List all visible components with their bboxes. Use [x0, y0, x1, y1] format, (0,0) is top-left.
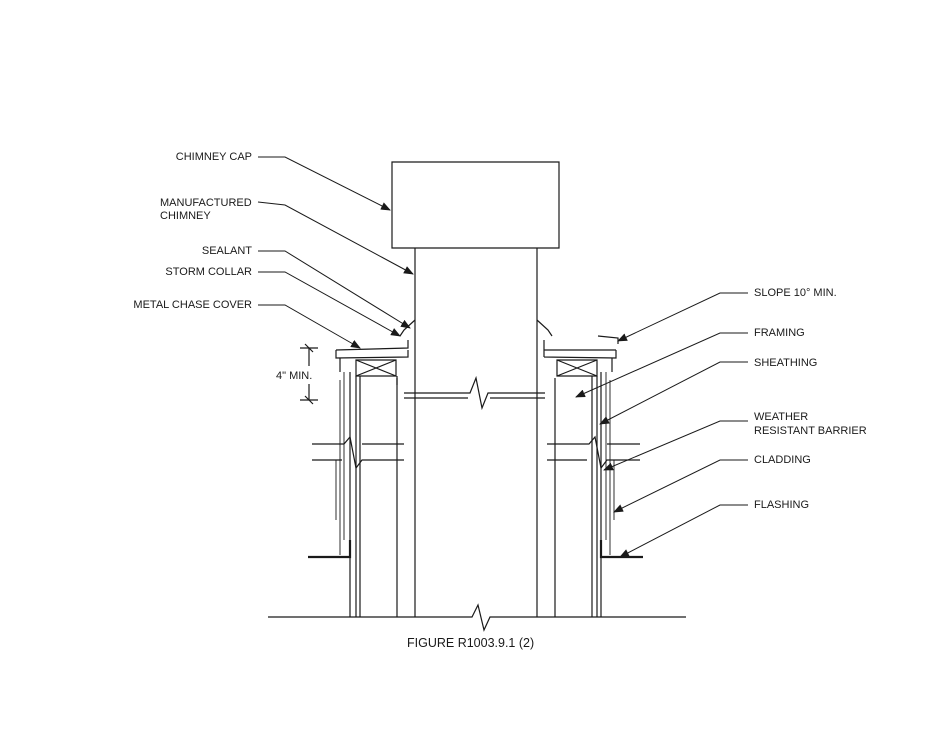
leader-slope	[617, 293, 748, 341]
label-chimney-cap: CHIMNEY CAP	[175, 151, 252, 163]
label-weather-barrier-line1: WEATHER	[754, 411, 809, 423]
label-framing: FRAMING	[754, 327, 805, 339]
storm-collar-left	[400, 320, 415, 336]
leader-metal-chase-cover	[258, 305, 361, 349]
leader-manufactured-chimney	[258, 202, 414, 275]
label-weather-barrier-line2: RESISTANT BARRIER	[754, 425, 867, 437]
metal-chase-cover-left	[336, 340, 408, 358]
leader-cladding	[613, 460, 748, 512]
label-slope: SLOPE 10° MIN.	[754, 287, 837, 299]
dimension-4-min	[300, 344, 318, 404]
label-4-in-min: 4" MIN.	[276, 370, 313, 382]
leader-weather-barrier	[603, 421, 748, 470]
break-line-right-wall	[547, 437, 640, 468]
label-cladding: CLADDING	[754, 454, 811, 466]
framing-block-right	[557, 360, 597, 376]
leader-sheathing	[599, 362, 748, 425]
cladding-right	[606, 372, 614, 555]
leader-flashing	[619, 505, 748, 558]
label-manufactured-chimney-line1: MANUFACTURED	[160, 197, 252, 209]
label-flashing: FLASHING	[754, 499, 810, 511]
break-line-upper	[404, 378, 545, 408]
leader-framing	[575, 333, 748, 397]
leader-sealant	[258, 251, 411, 329]
flashing-left	[308, 540, 350, 557]
leader-storm-collar	[258, 272, 401, 337]
metal-chase-cover-right	[544, 340, 616, 358]
label-metal-chase-cover: METAL CHASE COVER	[133, 299, 252, 311]
leader-chimney-cap	[258, 157, 391, 211]
cladding-left	[336, 372, 344, 555]
break-line-left-wall	[312, 437, 404, 468]
figure-caption: FIGURE R1003.9.1 (2)	[407, 636, 535, 650]
label-sheathing: SHEATHING	[754, 357, 818, 369]
ground-break-line	[268, 605, 686, 630]
storm-collar-right	[537, 320, 552, 336]
slope-indicator	[598, 336, 618, 344]
label-sealant: SEALANT	[201, 245, 252, 257]
label-storm-collar: STORM COLLAR	[165, 266, 252, 278]
label-manufactured-chimney-line2: CHIMNEY	[160, 210, 211, 222]
framing-block-left	[356, 360, 396, 376]
chimney-cap-shape	[392, 162, 559, 248]
